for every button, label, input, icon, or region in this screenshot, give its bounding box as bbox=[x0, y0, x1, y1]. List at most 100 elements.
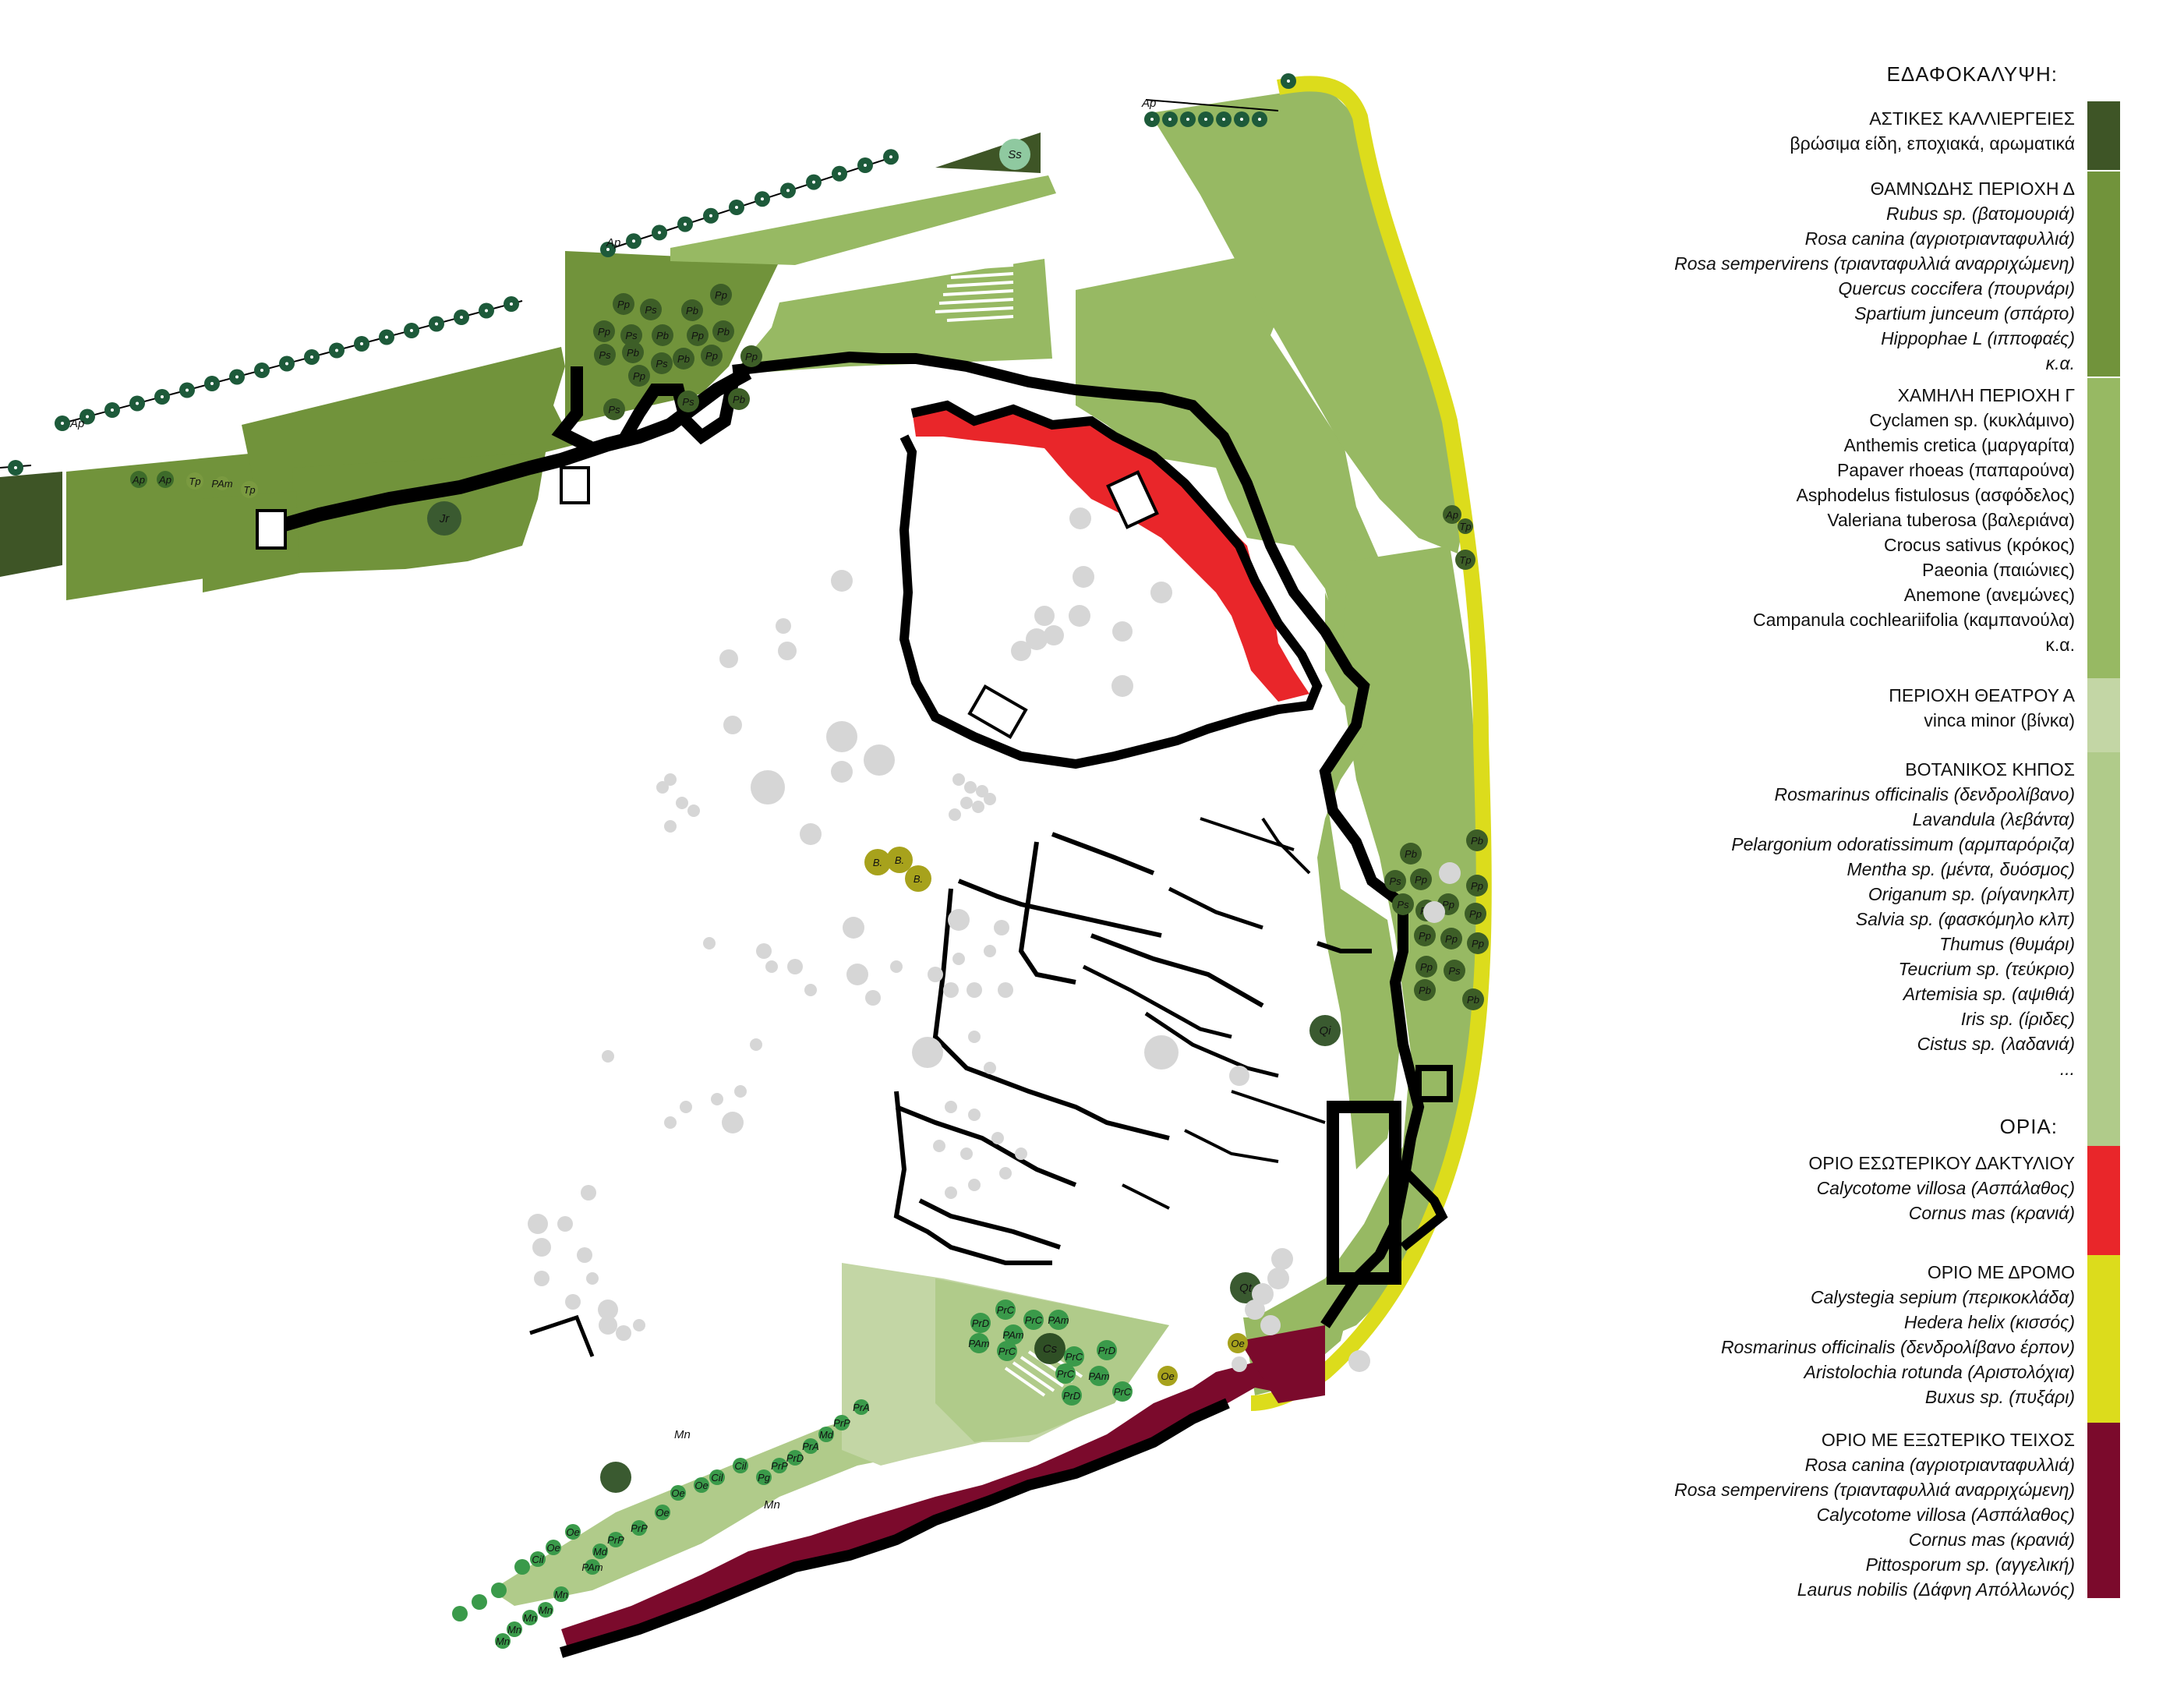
tree-symbol bbox=[1112, 1381, 1133, 1402]
existing-tree bbox=[998, 982, 1013, 998]
tree-label: PrC bbox=[997, 1304, 1015, 1316]
tree-center-dot bbox=[186, 388, 189, 392]
tree-center-dot bbox=[1258, 118, 1261, 121]
tree-center-dot bbox=[864, 164, 867, 167]
tree-label: Pb bbox=[1405, 848, 1417, 860]
theatre-steps-north bbox=[935, 263, 1014, 322]
ground-cover bbox=[0, 76, 1492, 1653]
tree-symbol bbox=[1414, 979, 1436, 1001]
tree-symbol bbox=[694, 1477, 709, 1493]
tree-label: Pp bbox=[598, 326, 610, 338]
tree-symbol bbox=[130, 471, 147, 488]
tree-label: Ps bbox=[1397, 899, 1409, 911]
legend-item: Origanum sp. (ρίγανηκλπ) bbox=[1868, 884, 2075, 904]
legend-item: Artemisia sp. (αψιθιά) bbox=[1903, 984, 2075, 1004]
tree-symbol bbox=[1415, 956, 1437, 978]
existing-tree bbox=[557, 1216, 573, 1232]
tree-label: PAm bbox=[1002, 1329, 1023, 1341]
legend-item: Rosmarinus officinalis (δενδρολίβανο έρπ… bbox=[1720, 1337, 2075, 1357]
legend-swatch bbox=[2087, 101, 2120, 170]
legend-item: κ.α. bbox=[2045, 353, 2075, 373]
existing-tree bbox=[843, 917, 864, 939]
existing-tree bbox=[1267, 1268, 1289, 1289]
existing-tree bbox=[846, 964, 868, 985]
inner-partition-16 bbox=[1184, 1129, 1279, 1163]
tree-label: Jr bbox=[439, 512, 451, 525]
inner-partition-17 bbox=[1122, 1183, 1170, 1210]
legend-swatch bbox=[2087, 172, 2120, 377]
tree-symbol bbox=[1023, 1310, 1044, 1330]
existing-tree bbox=[703, 937, 716, 949]
tree-label: Oe bbox=[566, 1526, 579, 1538]
tree-label: Pb bbox=[677, 353, 690, 365]
tree-label: PrA bbox=[853, 1402, 870, 1413]
inner-partition-4 bbox=[895, 1105, 1077, 1187]
existing-tree bbox=[778, 642, 797, 660]
east-tower-small bbox=[1415, 1065, 1453, 1102]
tree-symbol bbox=[1064, 1346, 1084, 1367]
existing-tree bbox=[976, 785, 988, 797]
tree-label: Mn bbox=[764, 1498, 780, 1512]
tree-label: Pb bbox=[1419, 985, 1431, 996]
tree-symbol bbox=[546, 1540, 561, 1555]
existing-tree bbox=[1069, 605, 1090, 627]
legend-item: Rubus sp. (βατομουριά) bbox=[1885, 203, 2075, 224]
existing-tree bbox=[991, 1132, 1004, 1144]
legend-item: Paeonia (παιώνιες) bbox=[1922, 560, 2075, 580]
existing-tree bbox=[928, 967, 943, 982]
building-inner-south bbox=[967, 684, 1028, 740]
tree-label: Cil bbox=[734, 1460, 747, 1472]
tree-center-dot bbox=[410, 329, 413, 332]
legend-item: vinca minor (βίνκα) bbox=[1924, 710, 2075, 730]
tree-symbol bbox=[864, 849, 891, 875]
legend-item: Cornus mas (κρανιά) bbox=[1908, 1529, 2075, 1550]
tree-symbol bbox=[1444, 960, 1465, 981]
tree-symbol bbox=[652, 324, 673, 346]
tree-symbol bbox=[491, 1582, 507, 1598]
tree-label: Oe bbox=[1231, 1338, 1244, 1349]
legend-item: Spartium junceum (σπάρτο) bbox=[1854, 303, 2075, 324]
tree-label: Pp bbox=[1419, 930, 1431, 942]
tree-symbol bbox=[997, 1341, 1017, 1361]
tree-label: Ap bbox=[1141, 97, 1156, 110]
tree-symbol bbox=[733, 1458, 748, 1473]
legend-item: Papaver rhoeas (παπαρούνα) bbox=[1836, 460, 2075, 480]
low-area-east bbox=[1255, 546, 1481, 1349]
tree-label: Ap bbox=[1445, 509, 1458, 521]
legend-swatch bbox=[2087, 752, 2120, 1146]
tree-center-dot bbox=[1287, 80, 1290, 83]
legend-title: ΠΕΡΙΟΧΗ ΘΕΑΤΡΟΥ Α bbox=[1889, 685, 2075, 705]
outer-main-wall bbox=[732, 351, 1425, 1328]
existing-tree bbox=[1229, 1066, 1249, 1086]
tree-center-dot bbox=[889, 155, 892, 159]
tree-symbol bbox=[673, 348, 694, 370]
legend-item: Buxus sp. (πυξάρι) bbox=[1924, 1387, 2075, 1407]
tree-center-dot bbox=[838, 172, 841, 175]
existing-tree bbox=[1232, 1356, 1247, 1372]
tree-symbol bbox=[651, 352, 673, 374]
walls bbox=[263, 351, 1453, 1658]
legend-item: Anthemis cretica (μαργαρίτα) bbox=[1843, 435, 2075, 455]
tree-symbol bbox=[215, 476, 229, 490]
tree-label: Tp bbox=[1459, 554, 1471, 566]
legend-item: ... bbox=[2059, 1059, 2075, 1079]
tree-label: Pp bbox=[1415, 874, 1427, 886]
tree-center-dot bbox=[235, 375, 239, 379]
legend-item: Rosmarinus officinalis (δενδρολίβανο) bbox=[1774, 784, 2075, 804]
tree-symbol bbox=[514, 1559, 530, 1575]
existing-tree bbox=[831, 761, 853, 783]
legend-item: Valeriana tuberosa (βαλεριάνα) bbox=[1827, 510, 2075, 530]
tree-symbol bbox=[1455, 550, 1475, 570]
legend-item: Salvia sp. (φασκόμηλο κλπ) bbox=[1855, 909, 2075, 929]
tree-symbol bbox=[701, 345, 723, 366]
low-area-north-central bbox=[733, 259, 1052, 374]
tree-label: Pp bbox=[1469, 908, 1482, 920]
tree-symbol bbox=[1466, 829, 1488, 851]
tree-label: Pb bbox=[686, 305, 698, 316]
tree-label: Pp bbox=[1442, 899, 1454, 911]
existing-tree bbox=[765, 960, 778, 973]
